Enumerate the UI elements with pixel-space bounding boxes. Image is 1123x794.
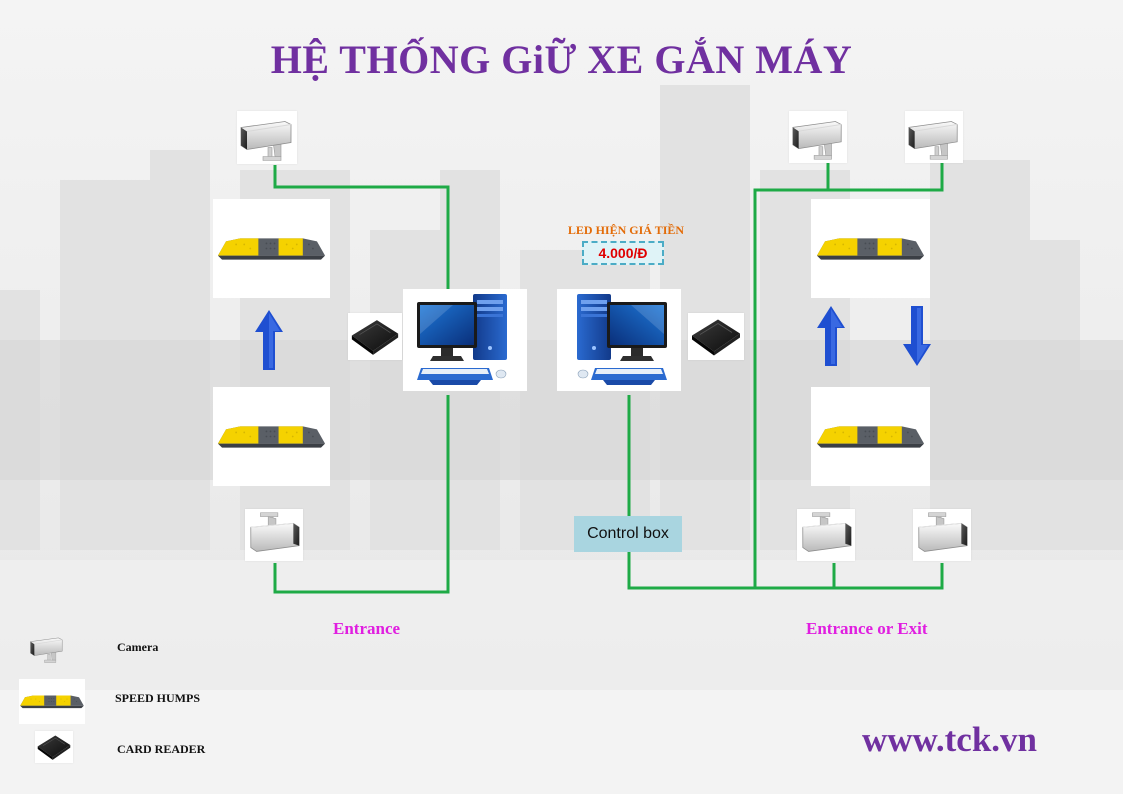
arrow-up-icon — [816, 306, 846, 366]
speed-hump-icon — [217, 426, 326, 448]
speed-hump-icon — [816, 426, 925, 448]
wire-left-top — [273, 165, 450, 300]
website-url[interactable]: www.tck.vn — [862, 720, 1038, 759]
legend-card-reader-label: CARD READER — [117, 742, 206, 756]
card-reader-icon — [35, 731, 73, 763]
wire-left-bottom — [273, 395, 450, 594]
speed-hump-left-top — [213, 199, 330, 298]
camera-right-top-right — [905, 111, 963, 163]
security-camera-icon — [797, 509, 855, 561]
speed-hump-icon — [20, 695, 84, 709]
led-price-display: 4.000/Đ — [582, 241, 664, 265]
camera-right-top-left — [789, 111, 847, 163]
arrow-up-icon — [254, 310, 284, 370]
camera-right-bottom-right — [913, 509, 971, 561]
card-reader-center — [688, 313, 744, 360]
desktop-computer-icon — [557, 289, 681, 391]
card-reader-left — [348, 313, 402, 360]
zone-label-entrance: Entrance — [333, 619, 401, 638]
camera-right-bottom-left — [797, 509, 855, 561]
legend-card-reader-swatch — [35, 731, 73, 763]
arrow-up-left — [254, 310, 284, 370]
desktop-computer-icon — [403, 289, 527, 391]
security-camera-icon — [913, 509, 971, 561]
diagram-title: HỆ THỐNG GiỮ XE GẮN MÁY — [270, 37, 853, 82]
security-camera-icon — [28, 630, 66, 666]
computer-center — [557, 289, 681, 391]
zone-label-entrance-or-exit: Entrance or Exit — [806, 619, 928, 638]
security-camera-icon — [237, 111, 297, 164]
wire-right-top — [753, 163, 944, 588]
camera-left-bottom — [245, 509, 303, 561]
arrow-up-right — [816, 306, 846, 366]
led-display-label: LED HIỆN GIÁ TIỀN — [567, 223, 685, 237]
control-box: Control box — [574, 516, 682, 552]
speed-hump-right-bottom — [811, 387, 930, 486]
speed-hump-icon — [816, 238, 925, 260]
legend-speed-humps-label: SPEED HUMPS — [115, 691, 201, 705]
speed-hump-right-top — [811, 199, 930, 298]
card-reader-icon — [688, 313, 744, 360]
speed-hump-left-bottom — [213, 387, 330, 486]
legend-camera-swatch — [28, 630, 66, 666]
camera-left-top — [237, 111, 297, 164]
card-reader-icon — [348, 313, 402, 360]
wire-controlbox — [627, 395, 944, 590]
arrow-down-right — [902, 306, 932, 366]
security-camera-icon — [245, 509, 303, 561]
legend-speed-hump-swatch — [19, 679, 85, 724]
arrow-down-icon — [902, 306, 932, 366]
computer-left — [403, 289, 527, 391]
speed-hump-icon — [217, 238, 326, 260]
legend-camera-label: Camera — [117, 640, 159, 654]
security-camera-icon — [789, 111, 847, 163]
security-camera-icon — [905, 111, 963, 163]
